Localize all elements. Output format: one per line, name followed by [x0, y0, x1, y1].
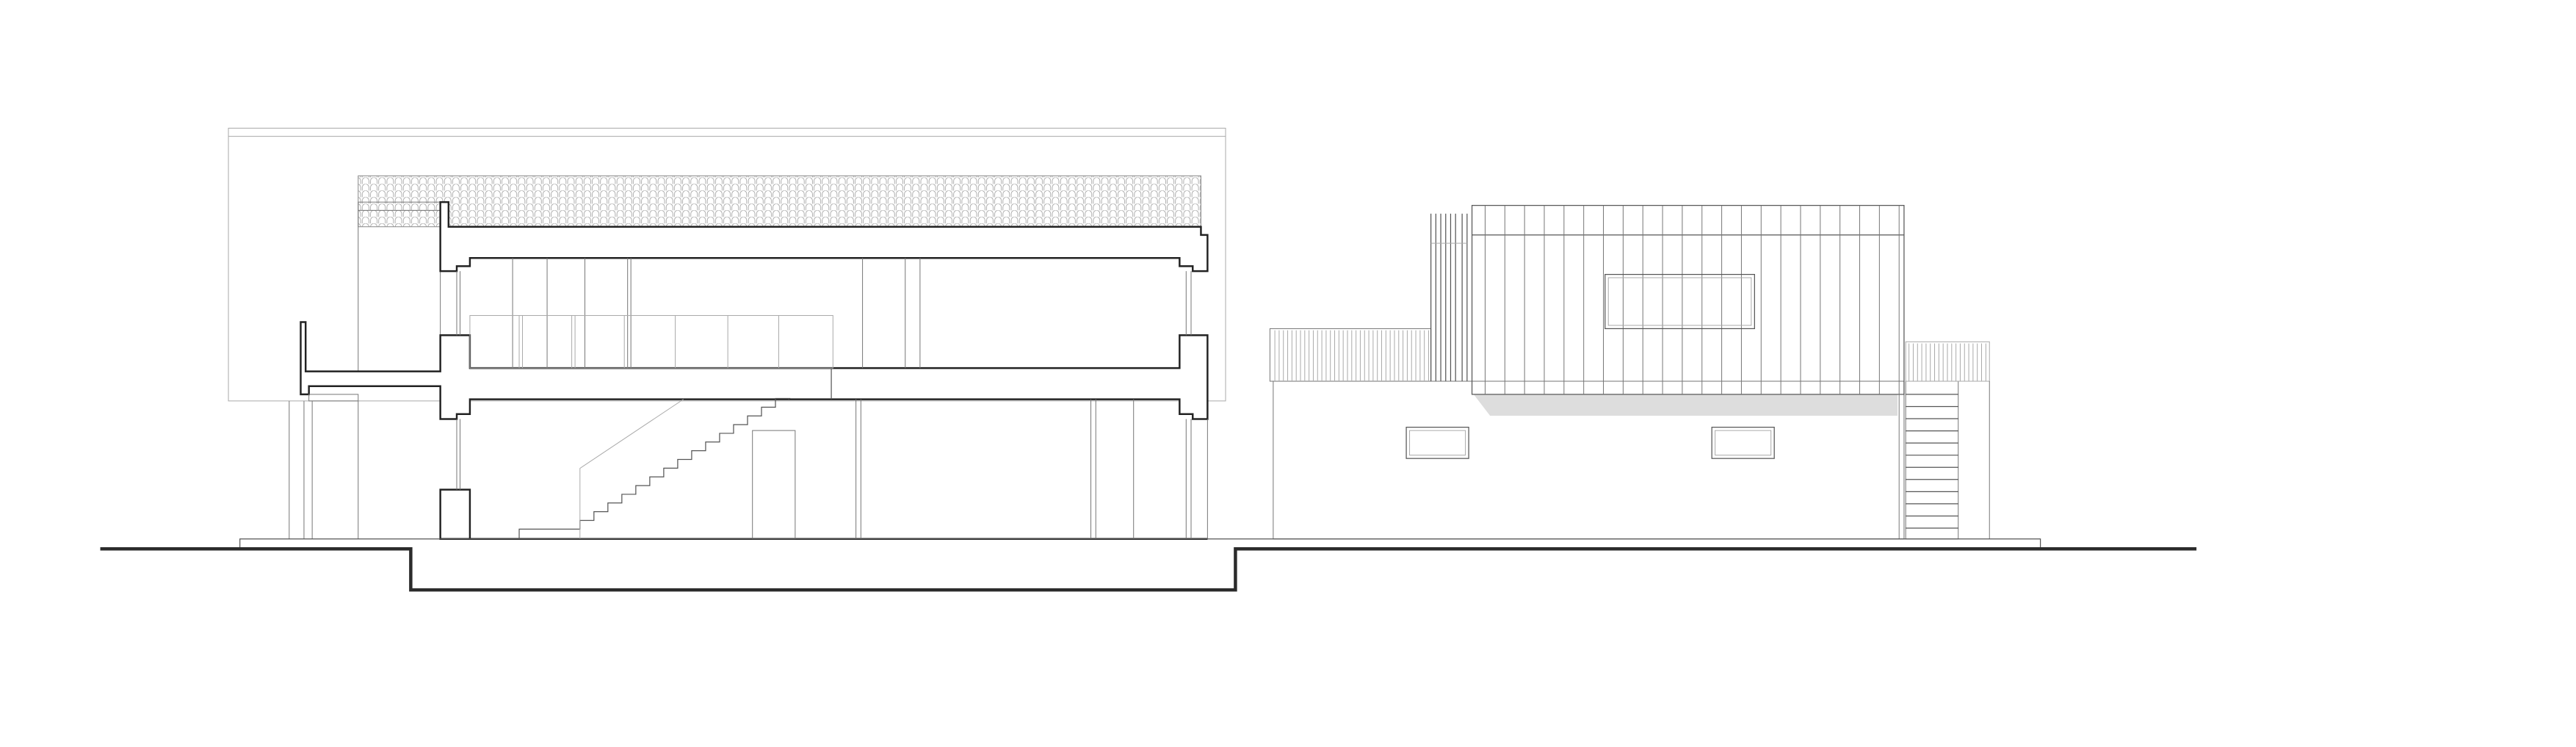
section-building [228, 127, 1226, 541]
balustrade-mullions [518, 315, 779, 369]
roof-tile-pattern [358, 175, 1201, 228]
mid-floor-slab [300, 321, 1209, 420]
railing-slats [1274, 330, 1430, 382]
door [752, 430, 796, 540]
background-elevation-outline [228, 127, 1226, 402]
stair-railing-slats [1909, 343, 1986, 382]
vertical-cladding-boards [1484, 205, 1900, 394]
upper-room-partitions [512, 258, 921, 369]
roof-slab [439, 201, 1209, 273]
window-lower-left [1405, 427, 1469, 459]
window-lower-right [1711, 427, 1775, 459]
vertical-fins [1430, 213, 1468, 382]
ground-line [100, 546, 2197, 592]
staircase [518, 397, 791, 539]
external-stair [1905, 380, 1959, 540]
stair-handrail [579, 399, 684, 539]
plinth [239, 538, 2041, 549]
upper-clad-volume [1471, 205, 1905, 395]
left-lower-wall [439, 488, 471, 541]
glazing-lines [456, 271, 1208, 539]
stair-treads [1906, 394, 1958, 529]
cantilever-shadow [1473, 394, 1897, 416]
roof-terrace-railing [1269, 328, 1432, 382]
ground-floor-partitions [289, 399, 1135, 539]
elevation-building [1269, 205, 1990, 540]
glass-balustrade [469, 315, 833, 369]
window-upper [1604, 273, 1755, 330]
entry-canopy-column-box [308, 394, 359, 402]
chimney-box [358, 201, 441, 372]
